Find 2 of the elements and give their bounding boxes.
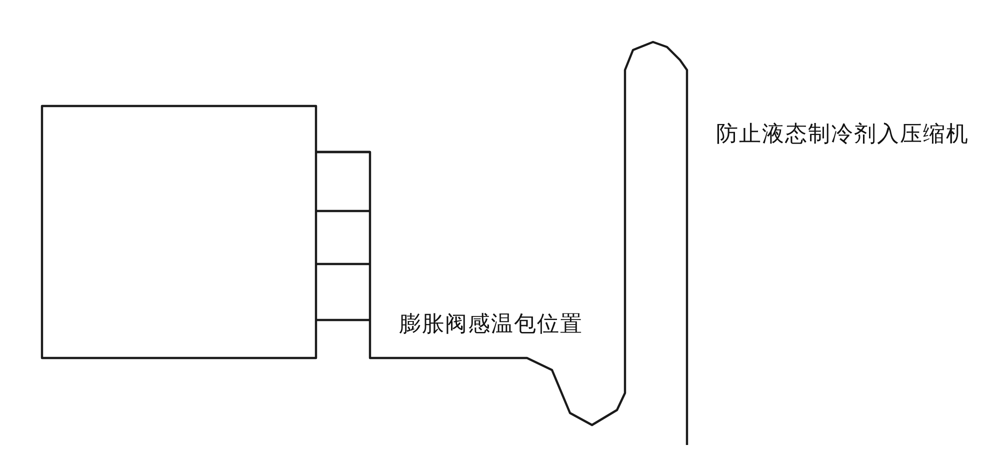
- annotation-text: 防止液态制冷剂入压缩机: [716, 121, 969, 149]
- annotation-text: 膨胀阀感温包位置: [399, 311, 583, 339]
